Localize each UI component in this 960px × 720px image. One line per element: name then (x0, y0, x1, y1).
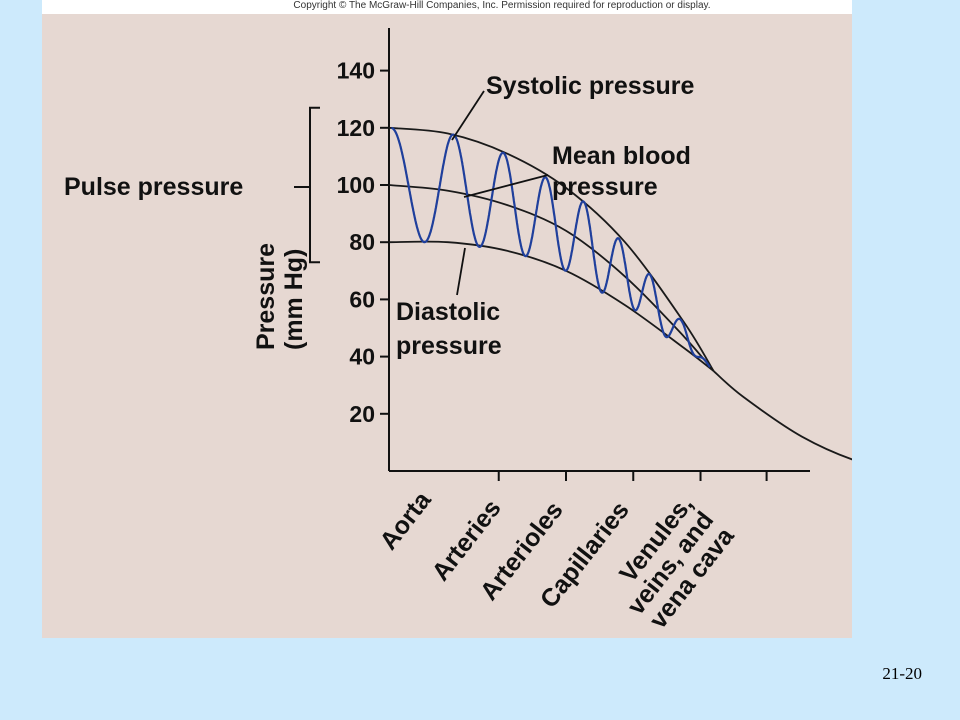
systolic-label: Systolic pressure (486, 72, 695, 100)
diastolic-label-line-1: Diastolic (396, 298, 500, 326)
y-ticks: 20 40 60 80 100 120 140 (337, 58, 389, 427)
slide-number: 21-20 (882, 664, 922, 683)
systolic-curve (388, 126, 715, 372)
y-axis-title: Pressure (mm Hg) (252, 243, 308, 350)
plot-background (42, 14, 852, 638)
pulse-pressure-bracket (309, 106, 320, 264)
copyright-notice: Copyright © The McGraw-Hill Companies, I… (293, 0, 711, 11)
axes (388, 28, 810, 472)
venous-curve (712, 370, 852, 461)
y-axis-title-line-1: Pressure (252, 243, 280, 350)
mean-annotation: Mean blood pressure (463, 142, 691, 201)
mean-label-line-1: Mean blood (552, 142, 691, 170)
mean-label-line-2: pressure (552, 173, 658, 201)
systolic-annotation: Systolic pressure (451, 72, 695, 141)
y-tick-label: 140 (337, 58, 375, 84)
figure-panel: Copyright © The McGraw-Hill Companies, I… (42, 0, 852, 638)
y-tick-label: 40 (349, 344, 375, 370)
y-tick-label: 60 (349, 286, 375, 312)
pulse-pressure-label: Pulse pressure (64, 106, 320, 264)
diastolic-annotation: Diastolic pressure (396, 247, 502, 360)
y-axis-title-line-2: (mm Hg) (280, 249, 308, 350)
diastolic-label-line-2: pressure (396, 332, 502, 360)
diastolic-leader (456, 247, 466, 296)
x-ticks (497, 471, 768, 481)
pulse-pressure-label-text: Pulse pressure (64, 173, 243, 201)
y-tick-label: 80 (349, 229, 375, 255)
pulse-pressure-oscillation (391, 126, 711, 368)
mean-pressure-curve (388, 184, 715, 372)
y-tick-label: 120 (337, 115, 375, 141)
systolic-leader (451, 90, 485, 141)
mean-leader (463, 174, 549, 198)
y-tick-label: 100 (337, 172, 375, 198)
y-tick-label: 20 (349, 401, 375, 427)
blood-pressure-chart: 20 40 60 80 100 120 140 Pressure (mm Hg) Pulse… (42, 14, 852, 638)
